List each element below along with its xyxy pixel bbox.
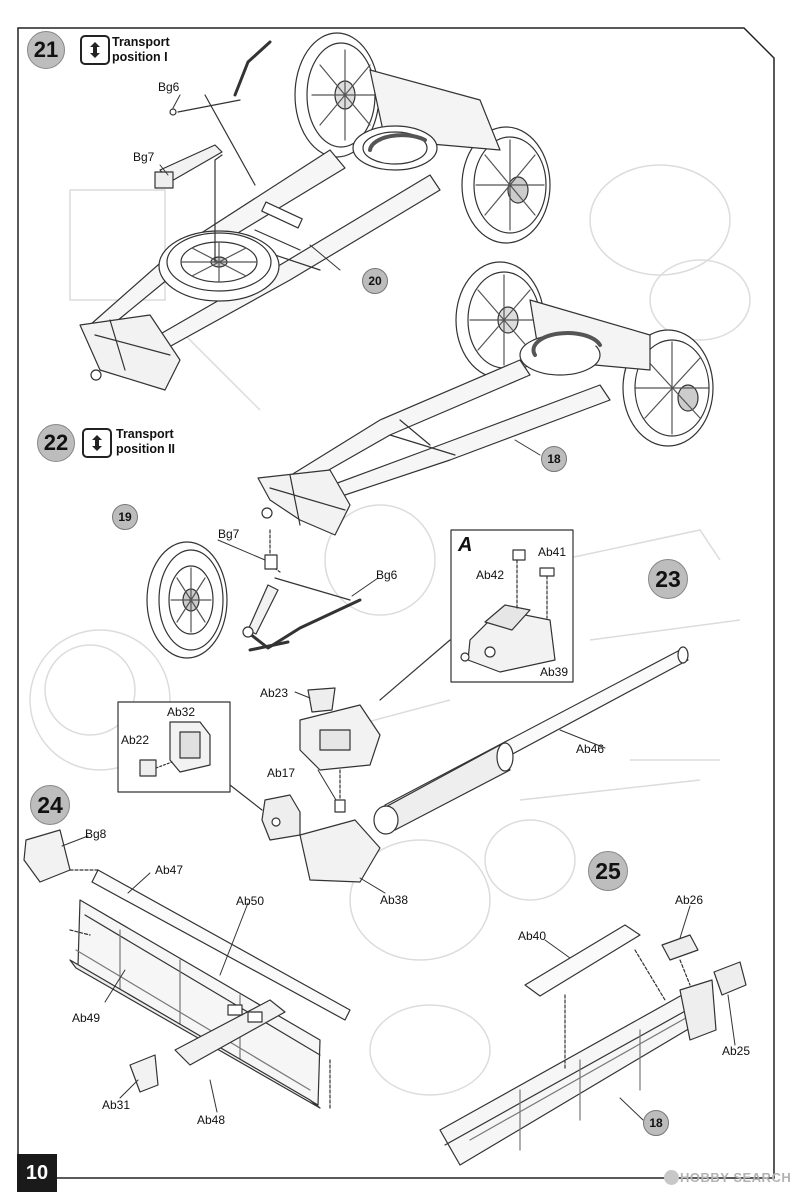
- part-label-ab31: Ab31: [102, 1098, 131, 1112]
- detail-box-letter: A: [458, 534, 473, 556]
- part-label-bg6: Bg6: [376, 568, 398, 582]
- part-label-ab38: Ab38: [380, 893, 409, 907]
- inset-A-detail: [450, 529, 574, 683]
- part-label-ab40: Ab40: [518, 929, 547, 943]
- transport-position-icon: [82, 428, 112, 458]
- part-label-ab50: Ab50: [236, 894, 265, 908]
- step-number-22: 22: [37, 424, 75, 462]
- step-number-23: 23: [648, 559, 688, 599]
- step21-carriage: [79, 32, 551, 391]
- step-number-21: 21: [27, 31, 65, 69]
- part-label-bg6: Bg6: [158, 80, 180, 94]
- step24-trail-assembly: [23, 829, 351, 1111]
- ref-step-19: 19: [112, 504, 138, 530]
- part-label-ab48: Ab48: [197, 1113, 226, 1127]
- part-label-ab23: Ab23: [260, 686, 289, 700]
- part-label-ab46: Ab46: [576, 742, 605, 756]
- transport-position-icon: [80, 35, 110, 65]
- part-label-ab41: Ab41: [538, 545, 567, 559]
- part-label-ab22: Ab22: [121, 733, 150, 747]
- watermark-text: HOBBY SEARCH: [680, 1170, 792, 1185]
- part-label-ab17: Ab17: [267, 766, 296, 780]
- step22-carriage: [257, 261, 714, 536]
- part-label-bg7: Bg7: [218, 527, 240, 541]
- ref-step-18: 18: [643, 1110, 669, 1136]
- step23-barrel-assembly: [229, 639, 689, 883]
- hobby-search-logo-icon: [664, 1170, 679, 1185]
- part-label-ab25: Ab25: [722, 1044, 751, 1058]
- inset-ab32: [117, 701, 231, 793]
- part-label-ab47: Ab47: [155, 863, 184, 877]
- step21-title: Transport position I: [112, 35, 170, 64]
- page-number: 10: [17, 1154, 57, 1192]
- part-label-bg7: Bg7: [133, 150, 155, 164]
- step-number-25: 25: [588, 851, 628, 891]
- step22-title: Transport position II: [116, 427, 176, 456]
- part-label-ab42: Ab42: [476, 568, 505, 582]
- step25-trail-assembly: [439, 924, 747, 1166]
- part-label-ab32: Ab32: [167, 705, 196, 719]
- part-label-ab49: Ab49: [72, 1011, 101, 1025]
- step-number-24: 24: [30, 785, 70, 825]
- ref-step-20: 20: [362, 268, 388, 294]
- step22-loose-wheel: [146, 529, 362, 659]
- part-label-ab26: Ab26: [675, 893, 704, 907]
- part-label-bg8: Bg8: [85, 827, 107, 841]
- page-frame: [17, 27, 775, 1179]
- ref-step-18: 18: [541, 446, 567, 472]
- part-label-ab39: Ab39: [540, 665, 569, 679]
